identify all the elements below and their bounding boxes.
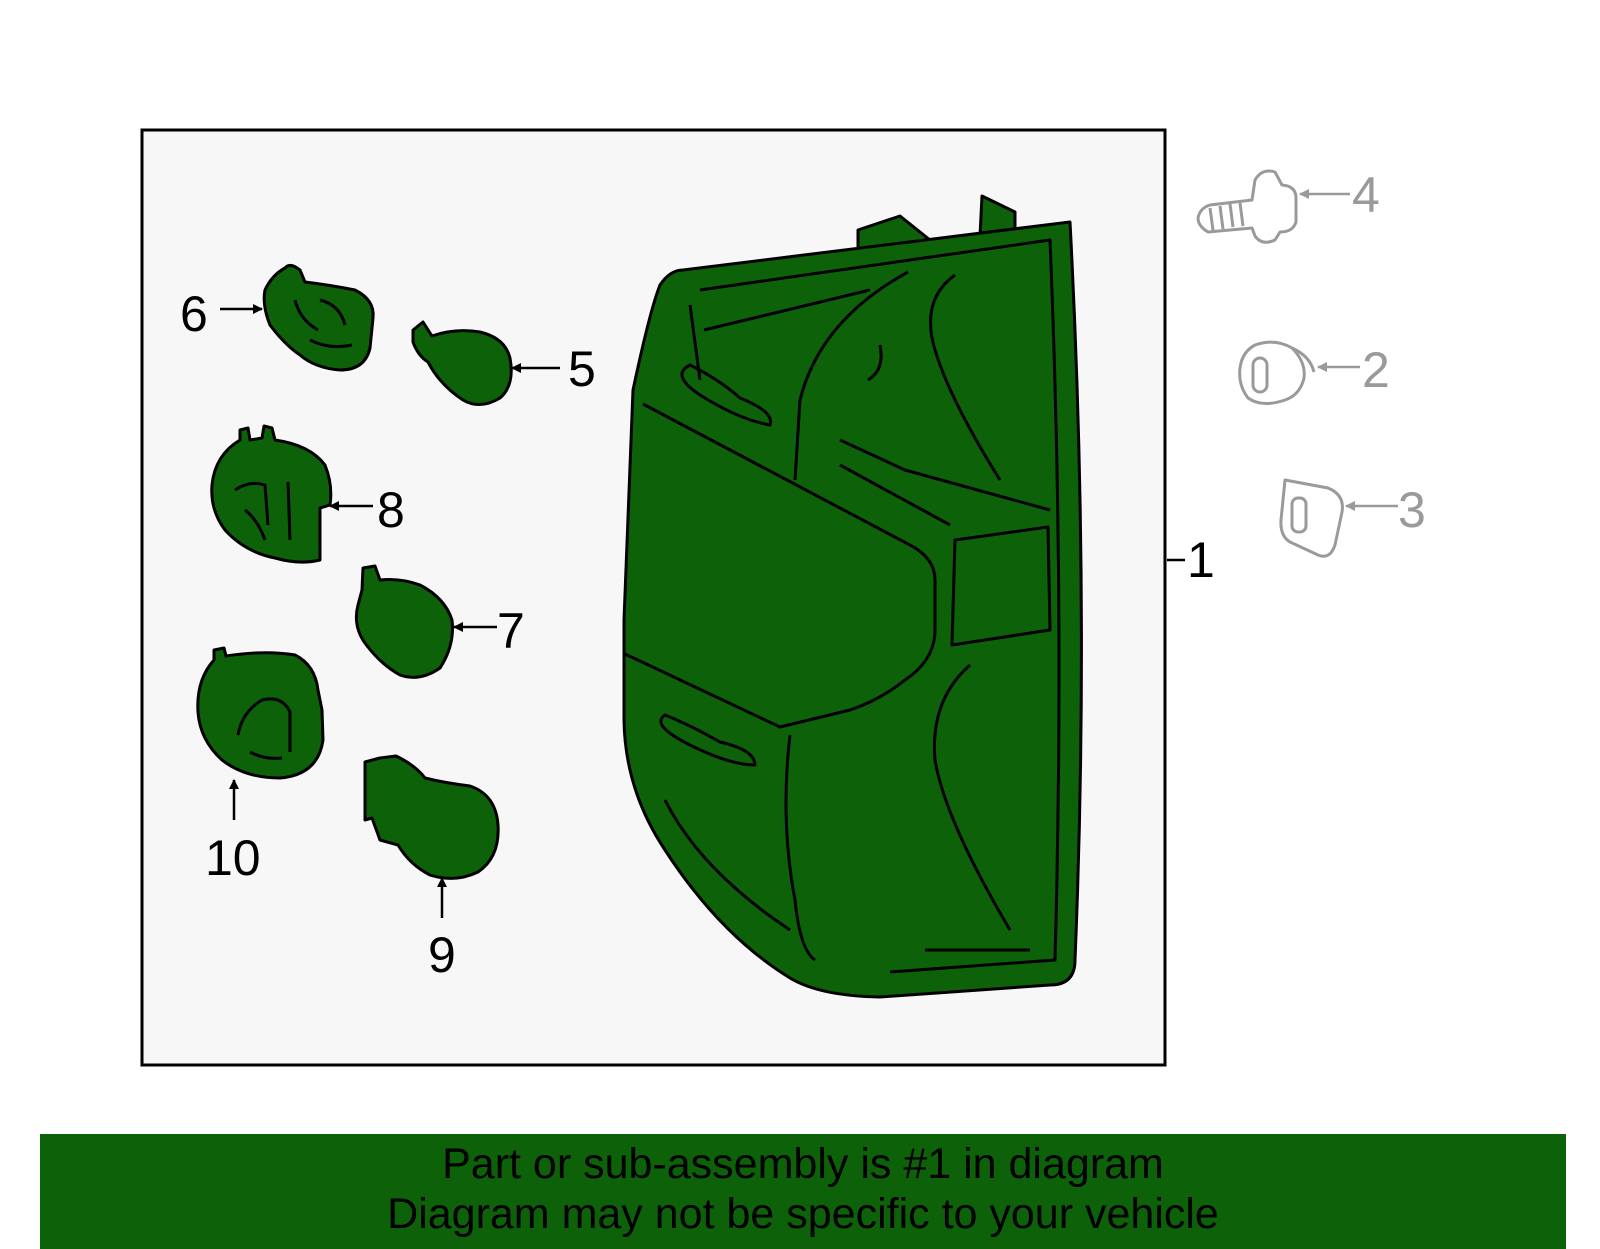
part-7-bulb[interactable] xyxy=(354,564,454,679)
callout-9: 9 xyxy=(428,927,456,983)
callout-3: 3 xyxy=(1398,482,1426,538)
callout-4: 4 xyxy=(1352,167,1380,223)
part-8-socket[interactable] xyxy=(210,424,333,564)
part-6-socket[interactable] xyxy=(262,263,375,372)
notice-banner: Part or sub-assembly is #1 in diagram Di… xyxy=(40,1134,1566,1249)
part-5-bulb[interactable] xyxy=(411,320,513,406)
callout-1: 1 xyxy=(1187,532,1215,588)
callout-5: 5 xyxy=(568,341,596,397)
part-2-clip[interactable] xyxy=(1238,340,1316,405)
callout-8: 8 xyxy=(377,482,405,538)
part-1-tail-lamp-assembly[interactable] xyxy=(622,194,1083,999)
notice-line-2: Diagram may not be specific to your vehi… xyxy=(387,1190,1219,1238)
part-10-socket[interactable] xyxy=(196,646,325,780)
callout-7: 7 xyxy=(497,603,525,659)
notice-line-1: Part or sub-assembly is #1 in diagram xyxy=(442,1140,1164,1188)
leader-lines xyxy=(220,189,1398,918)
callout-10: 10 xyxy=(205,830,261,886)
part-3-clip[interactable] xyxy=(1279,478,1344,558)
callout-2: 2 xyxy=(1362,342,1390,398)
callout-6: 6 xyxy=(180,286,208,342)
part-9-bulb[interactable] xyxy=(363,754,500,880)
part-4-bolt[interactable] xyxy=(1196,169,1298,244)
